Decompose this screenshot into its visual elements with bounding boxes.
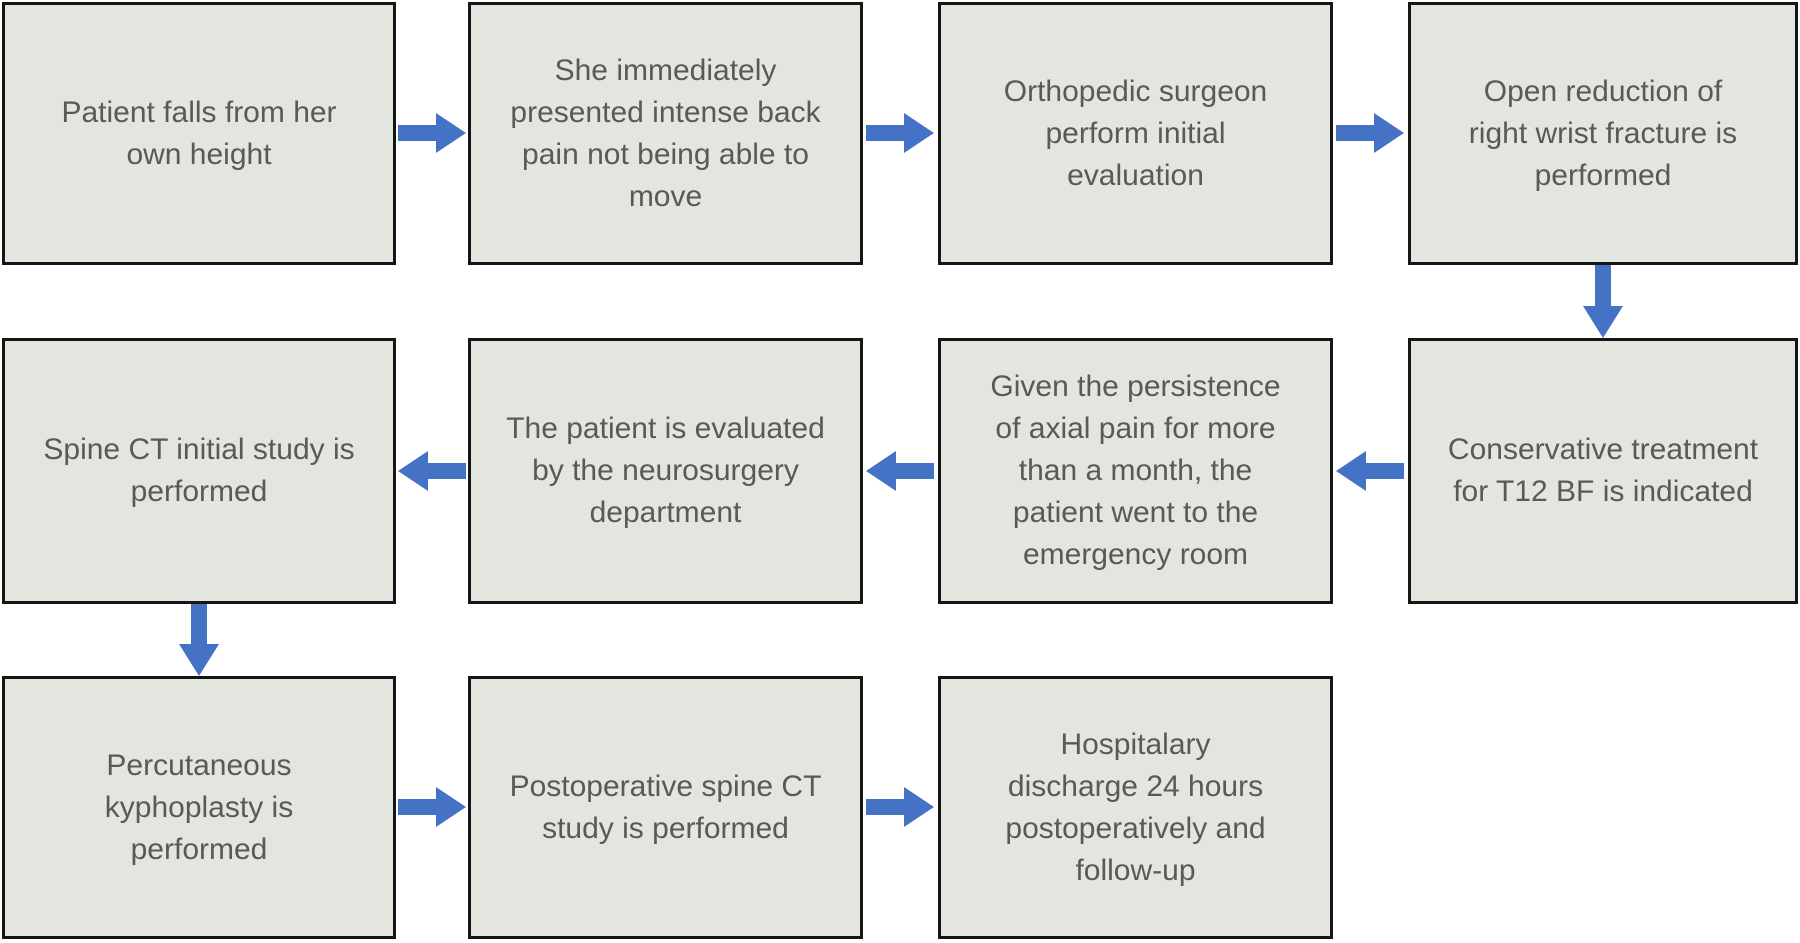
- flow-step-4-text: Open reduction of right wrist fracture i…: [1468, 74, 1738, 192]
- flow-step-8-box: Spine CT initial study is performed: [2, 338, 396, 604]
- flow-step-11-box: Hospitalary discharge 24 hours postopera…: [938, 676, 1333, 939]
- flow-step-7-box: The patient is evaluated by the neurosur…: [468, 338, 863, 604]
- flow-step-2-text: She immediately presented intense back p…: [510, 53, 821, 213]
- arrow-step2-to-step3-icon: [866, 113, 934, 153]
- flow-step-3-text: Orthopedic surgeon perform initial evalu…: [1003, 74, 1268, 192]
- arrow-step7-to-step8-icon: [398, 451, 466, 491]
- flow-step-5-box: Conservative treatment for T12 BF is ind…: [1408, 338, 1798, 604]
- arrow-step1-to-step2-icon: [398, 113, 466, 153]
- flow-step-6-text: Given the persistence of axial pain for …: [990, 370, 1281, 571]
- flow-step-11-text: Hospitalary discharge 24 hours postopera…: [1005, 727, 1266, 887]
- flow-step-6-box: Given the persistence of axial pain for …: [938, 338, 1333, 604]
- flow-step-7-text: The patient is evaluated by the neurosur…: [506, 412, 825, 529]
- flow-step-8-text: Spine CT initial study is performed: [43, 433, 355, 508]
- flow-step-10-text: Postoperative spine CT study is performe…: [509, 769, 822, 845]
- arrow-step10-to-step11-icon: [866, 787, 934, 827]
- arrow-step5-to-step6-icon: [1336, 451, 1404, 491]
- arrow-step8-to-step9-icon: [179, 604, 219, 676]
- arrow-step6-to-step7-icon: [866, 451, 934, 491]
- flow-step-3-box: Orthopedic surgeon perform initial evalu…: [938, 2, 1333, 265]
- arrow-step4-to-step5-icon: [1583, 265, 1623, 338]
- arrow-step3-to-step4-icon: [1336, 113, 1404, 153]
- flow-step-4-box: Open reduction of right wrist fracture i…: [1408, 2, 1798, 265]
- flow-step-2-box: She immediately presented intense back p…: [468, 2, 863, 265]
- flow-step-1-box: Patient falls from her own height: [2, 2, 396, 265]
- flow-step-1-text: Patient falls from her own height: [61, 95, 337, 171]
- flow-step-5-text: Conservative treatment for T12 BF is ind…: [1447, 433, 1759, 508]
- flow-step-9-box: Percutaneous kyphoplasty is performed: [2, 676, 396, 939]
- arrow-step9-to-step10-icon: [398, 787, 466, 827]
- flow-step-10-box: Postoperative spine CT study is performe…: [468, 676, 863, 939]
- flow-step-9-text: Percutaneous kyphoplasty is performed: [104, 748, 294, 866]
